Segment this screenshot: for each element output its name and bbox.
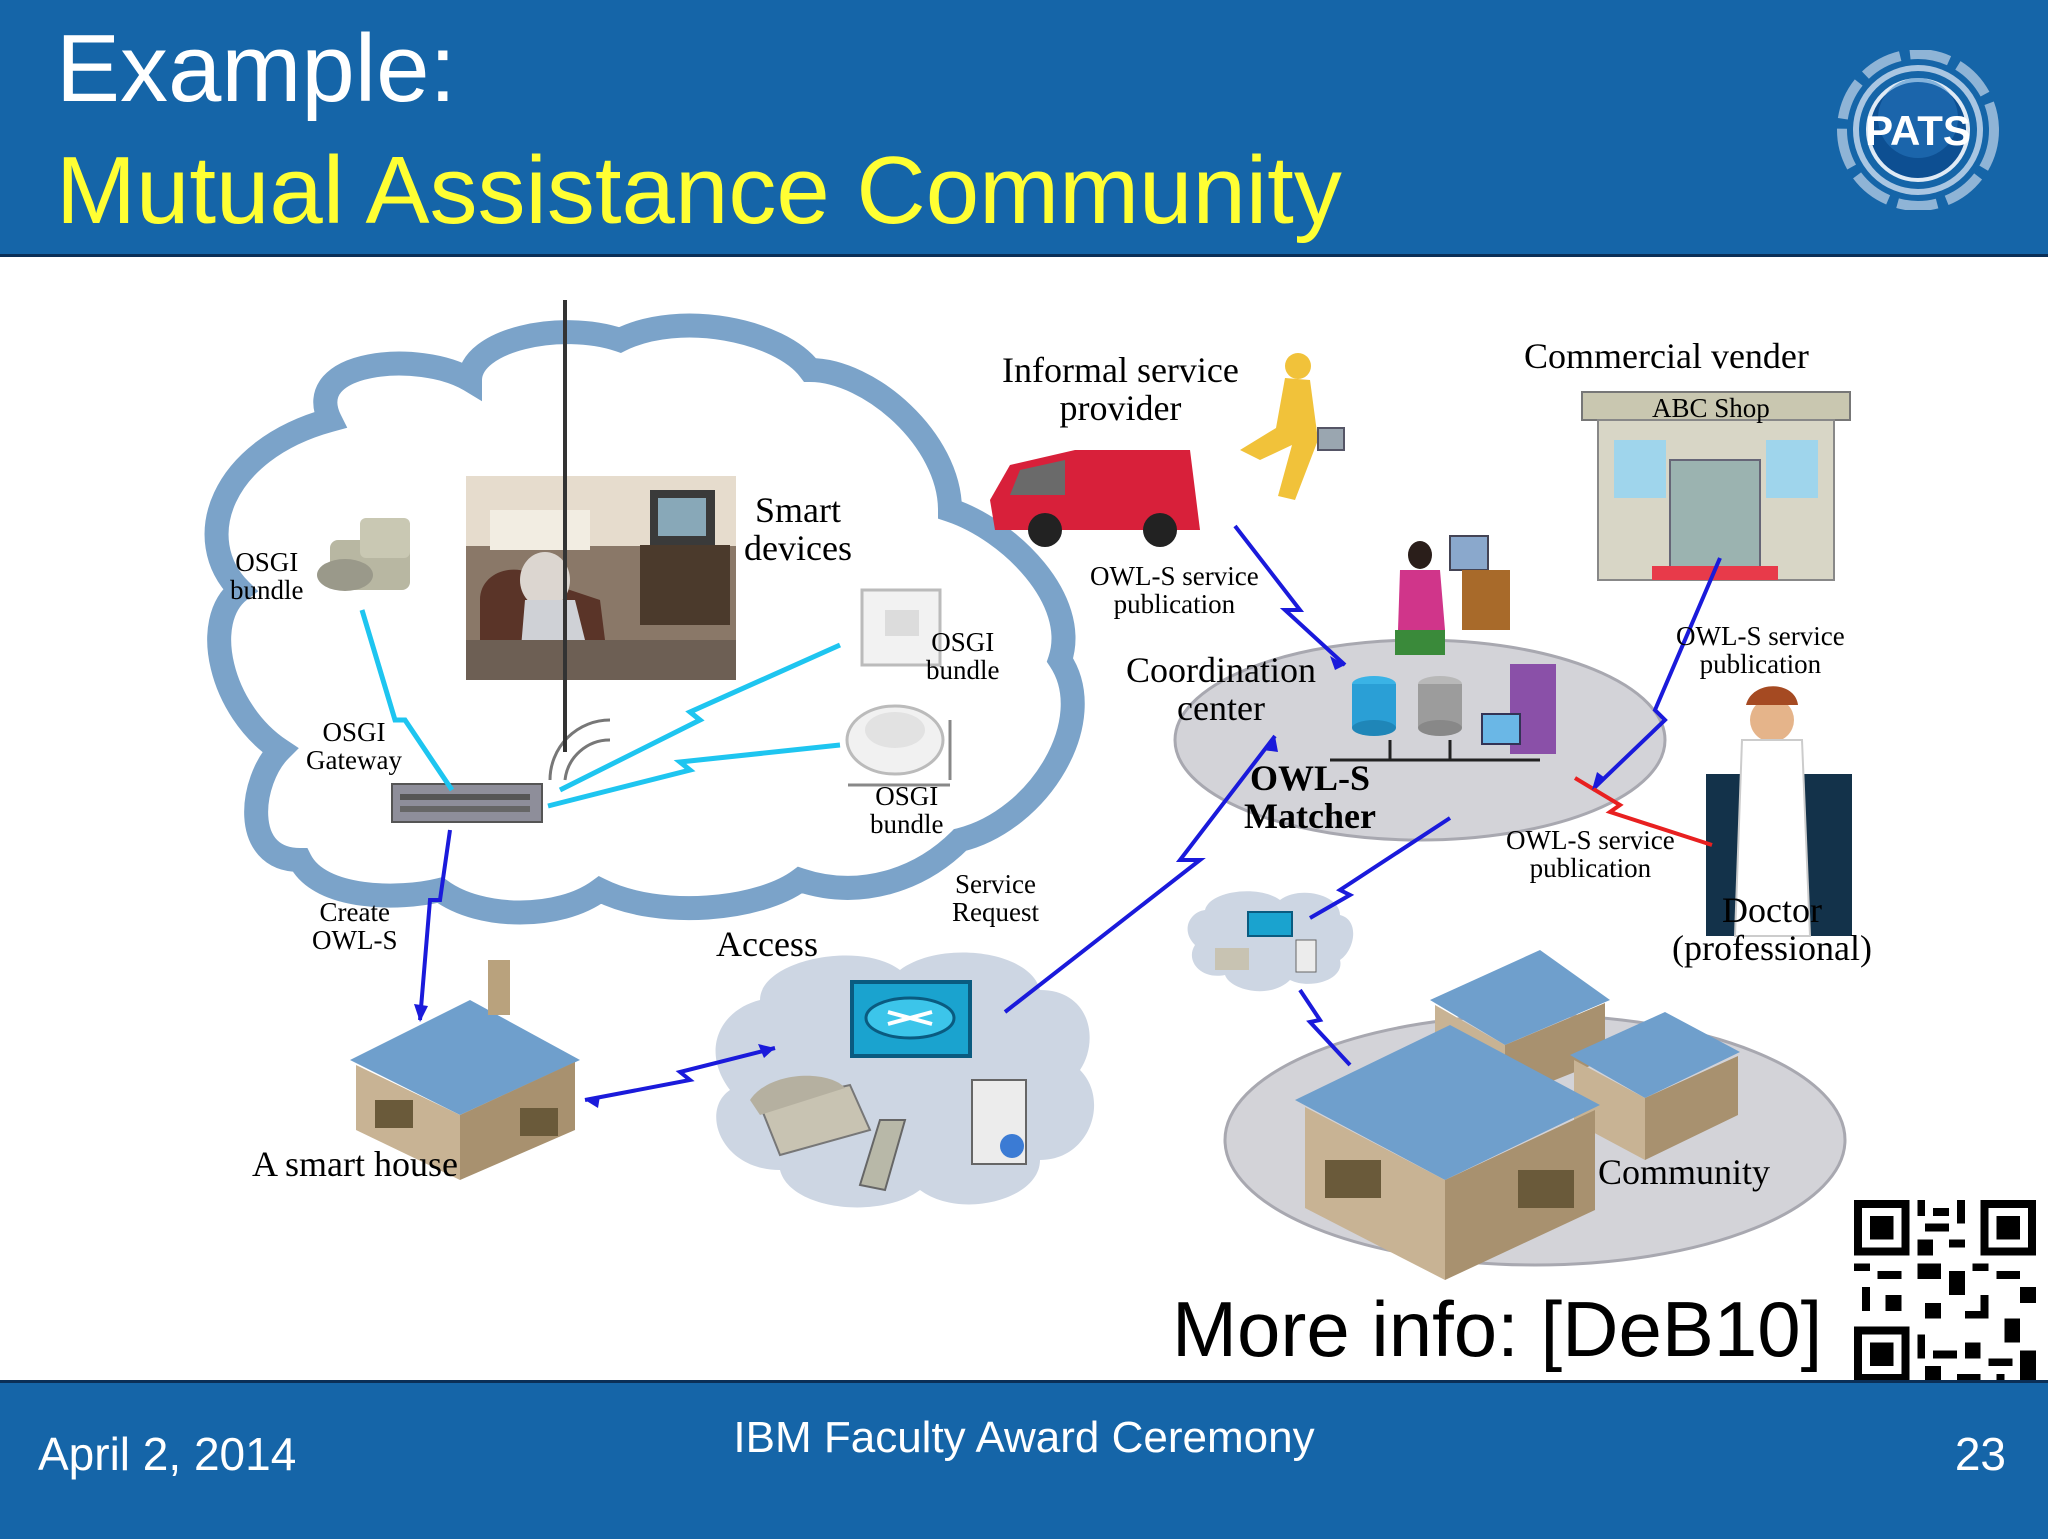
qr-code[interactable] xyxy=(1842,1192,2048,1390)
red-link xyxy=(1573,776,1713,847)
svg-text:PATS: PATS xyxy=(1865,107,1971,154)
slide-title-line2: Mutual Assistance Community xyxy=(56,137,1342,244)
arrowheads xyxy=(414,656,1605,1108)
shop-sign-label: ABC Shop xyxy=(1652,393,1770,423)
database-icon xyxy=(1352,676,1396,736)
running-man-icon xyxy=(1240,353,1345,500)
operator-person-icon xyxy=(1395,535,1510,655)
router-device xyxy=(850,980,972,1058)
doctor-label: Doctor(professional) xyxy=(1672,890,1872,968)
network-bus xyxy=(1330,740,1540,762)
slide-footer: April 2, 2014 IBM Faculty Award Ceremony… xyxy=(0,1380,2048,1539)
doctor-icon xyxy=(1706,686,1852,937)
matcher-computer-icon xyxy=(1481,664,1556,754)
server-device xyxy=(971,1079,1027,1165)
storage-icon xyxy=(1418,676,1462,736)
cyan-links xyxy=(359,609,842,809)
osgi-gateway-device xyxy=(391,300,611,823)
more-info-reference: More info: [DeB10] xyxy=(1172,1285,1823,1373)
smart-house-label: A smart house xyxy=(252,1144,458,1184)
community-houses-icon xyxy=(1295,950,1740,1280)
mobile-device xyxy=(858,1119,907,1192)
slide-header: Example: Mutual Assistance Community PAT… xyxy=(0,0,2048,257)
van-icon xyxy=(990,450,1200,547)
footer-event: IBM Faculty Award Ceremony xyxy=(733,1413,1315,1462)
shop-icon xyxy=(1581,391,1851,581)
motion-sensor-device xyxy=(860,588,942,667)
footer-page-number: 23 xyxy=(1954,1428,2006,1480)
phone-device xyxy=(750,1075,872,1157)
commercial-vender-label: Commercial vender xyxy=(1524,336,1809,376)
slide-title-line1: Example: xyxy=(56,15,457,122)
camera-device xyxy=(317,518,410,591)
pats-logo: PATS xyxy=(1837,50,1999,210)
blue-links xyxy=(418,524,1722,1102)
smart-house-icon xyxy=(350,960,580,1180)
smoke-detector-device xyxy=(845,704,952,787)
community-label: Community xyxy=(1598,1152,1771,1192)
community-router-device xyxy=(1215,911,1317,973)
access-label: Access xyxy=(716,924,818,964)
footer-date: April 2, 2014 xyxy=(38,1428,297,1480)
elderly-tv-photo xyxy=(466,476,736,680)
